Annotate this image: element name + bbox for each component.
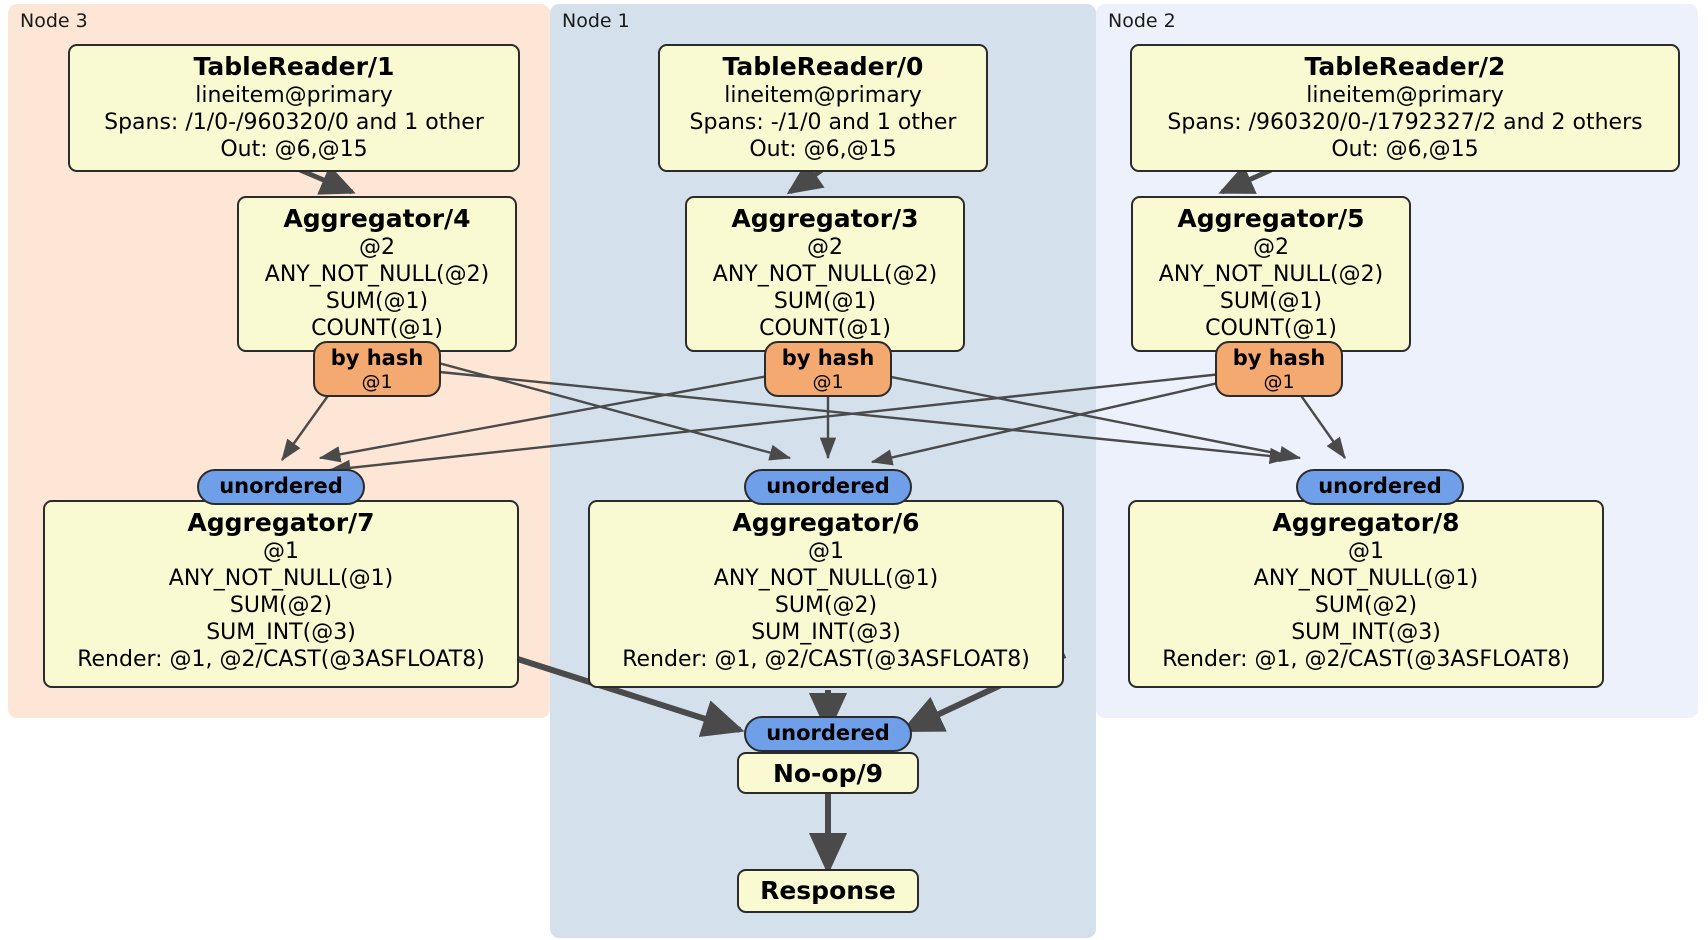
processor-tablereader-0[interactable]: TableReader/0 lineitem@primary Spans: -/… xyxy=(658,44,988,172)
processor-detail-line: SUM(@1) xyxy=(325,289,429,314)
processor-title: TableReader/1 xyxy=(193,52,395,81)
processor-detail-line: SUM_INT(@3) xyxy=(1291,620,1441,645)
processor-detail-line: SUM_INT(@3) xyxy=(751,620,901,645)
synchronizer-title: unordered xyxy=(1318,474,1442,498)
processor-detail-line: @2 xyxy=(807,235,843,260)
processor-detail-line: ANY_NOT_NULL(@1) xyxy=(713,566,939,591)
processor-detail-line: ANY_NOT_NULL(@2) xyxy=(1158,262,1384,287)
processor-title: Aggregator/7 xyxy=(187,508,375,537)
processor-detail-line: Spans: -/1/0 and 1 other xyxy=(689,110,957,135)
processor-detail-line: Out: @6,@15 xyxy=(1331,137,1479,162)
processor-title: Aggregator/3 xyxy=(731,204,919,233)
processor-title: TableReader/2 xyxy=(1304,52,1506,81)
synchronizer-unordered-final[interactable]: unordered xyxy=(744,716,912,752)
synchronizer-unordered-right[interactable]: unordered xyxy=(1296,469,1464,505)
processor-detail-line: COUNT(@1) xyxy=(759,316,891,341)
processor-detail-line: Render: @1, @2/CAST(@3ASFLOAT8) xyxy=(77,647,485,672)
processor-tablereader-1[interactable]: TableReader/1 lineitem@primary Spans: /1… xyxy=(68,44,520,172)
processor-detail-line: @1 xyxy=(1348,539,1384,564)
router-title: by hash xyxy=(1232,346,1326,370)
processor-detail-line: COUNT(@1) xyxy=(1205,316,1337,341)
processor-aggregator-3[interactable]: Aggregator/3 @2 ANY_NOT_NULL(@2) SUM(@1)… xyxy=(685,196,965,352)
processor-detail-line: ANY_NOT_NULL(@2) xyxy=(712,262,938,287)
synchronizer-unordered-left[interactable]: unordered xyxy=(197,469,365,505)
processor-aggregator-7[interactable]: Aggregator/7 @1 ANY_NOT_NULL(@1) SUM(@2)… xyxy=(43,500,519,688)
processor-detail-line: ANY_NOT_NULL(@2) xyxy=(264,262,490,287)
processor-title: Aggregator/5 xyxy=(1177,204,1365,233)
processor-title: Aggregator/8 xyxy=(1272,508,1460,537)
processor-detail-line: SUM(@2) xyxy=(229,593,333,618)
processor-detail-line: Render: @1, @2/CAST(@3ASFLOAT8) xyxy=(1162,647,1570,672)
processor-detail-line: @2 xyxy=(1253,235,1289,260)
processor-detail-line: @1 xyxy=(263,539,299,564)
synchronizer-title: unordered xyxy=(766,474,890,498)
processor-detail-line: @1 xyxy=(808,539,844,564)
processor-aggregator-8[interactable]: Aggregator/8 @1 ANY_NOT_NULL(@1) SUM(@2)… xyxy=(1128,500,1604,688)
node-panel-label-node-2: Node 2 xyxy=(1108,10,1176,32)
processor-detail-line: Render: @1, @2/CAST(@3ASFLOAT8) xyxy=(622,647,1030,672)
processor-detail-line: COUNT(@1) xyxy=(311,316,443,341)
processor-detail-line: SUM_INT(@3) xyxy=(206,620,356,645)
processor-detail-line: lineitem@primary xyxy=(195,83,393,108)
synchronizer-title: unordered xyxy=(766,721,890,745)
processor-title: TableReader/0 xyxy=(722,52,924,81)
processor-response[interactable]: Response xyxy=(737,869,919,913)
node-panel-label-node-1: Node 1 xyxy=(562,10,630,32)
processor-detail-line: Spans: /960320/0-/1792327/2 and 2 others xyxy=(1167,110,1643,135)
processor-detail-line: ANY_NOT_NULL(@1) xyxy=(168,566,394,591)
processor-aggregator-4[interactable]: Aggregator/4 @2 ANY_NOT_NULL(@2) SUM(@1)… xyxy=(237,196,517,352)
router-column: @1 xyxy=(1263,371,1295,393)
synchronizer-title: unordered xyxy=(219,474,343,498)
processor-detail-line: Out: @6,@15 xyxy=(749,137,897,162)
router-by-hash-right[interactable]: by hash @1 xyxy=(1215,341,1343,397)
synchronizer-unordered-mid[interactable]: unordered xyxy=(744,469,912,505)
processor-detail-line: SUM(@1) xyxy=(773,289,877,314)
processor-aggregator-6[interactable]: Aggregator/6 @1 ANY_NOT_NULL(@1) SUM(@2)… xyxy=(588,500,1064,688)
processor-detail-line: ANY_NOT_NULL(@1) xyxy=(1253,566,1479,591)
router-by-hash-left[interactable]: by hash @1 xyxy=(313,341,441,397)
processor-detail-line: SUM(@1) xyxy=(1219,289,1323,314)
processor-no-op-9[interactable]: No-op/9 xyxy=(737,752,919,794)
processor-title: No-op/9 xyxy=(772,759,884,788)
processor-detail-line: lineitem@primary xyxy=(1306,83,1504,108)
processor-detail-line: SUM(@2) xyxy=(1314,593,1418,618)
router-column: @1 xyxy=(361,371,393,393)
router-column: @1 xyxy=(812,371,844,393)
processor-aggregator-5[interactable]: Aggregator/5 @2 ANY_NOT_NULL(@2) SUM(@1)… xyxy=(1131,196,1411,352)
router-title: by hash xyxy=(781,346,875,370)
processor-detail-line: @2 xyxy=(359,235,395,260)
processor-title: Aggregator/4 xyxy=(283,204,471,233)
node-panel-label-node-3: Node 3 xyxy=(20,10,88,32)
processor-detail-line: SUM(@2) xyxy=(774,593,878,618)
processor-detail-line: lineitem@primary xyxy=(724,83,922,108)
processor-detail-line: Spans: /1/0-/960320/0 and 1 other xyxy=(104,110,484,135)
processor-title: Response xyxy=(760,876,896,905)
router-title: by hash xyxy=(330,346,424,370)
processor-title: Aggregator/6 xyxy=(732,508,920,537)
router-by-hash-mid[interactable]: by hash @1 xyxy=(764,341,892,397)
processor-detail-line: Out: @6,@15 xyxy=(220,137,368,162)
processor-tablereader-2[interactable]: TableReader/2 lineitem@primary Spans: /9… xyxy=(1130,44,1680,172)
